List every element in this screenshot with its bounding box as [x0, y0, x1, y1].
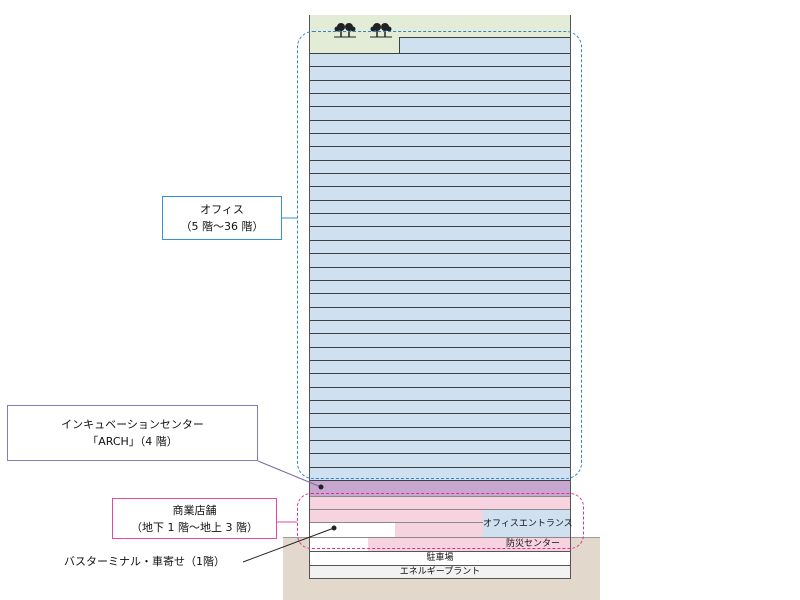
office-floor-strip [310, 426, 570, 440]
office-floor-strip [310, 453, 570, 467]
retail-zone-outline [297, 493, 584, 549]
office-floor-strip [310, 226, 570, 240]
office-floor-strip [310, 146, 570, 160]
office-floor-strip [310, 319, 570, 334]
incubation-callout: インキュベーションセンター 「ARCH」（4 階） [7, 405, 258, 461]
office-floor-strip [310, 173, 570, 187]
incubation-leader-dot [318, 484, 324, 490]
office-floor-strip [310, 373, 570, 387]
retail-callout-title: 商業店舗 [172, 503, 217, 517]
bus-leader-dot [331, 525, 337, 531]
office-floor-strip [310, 413, 570, 427]
office-callout-title: オフィス [200, 203, 244, 216]
office-floor-strip [310, 53, 570, 67]
office-floor-strip [310, 93, 570, 107]
office-floor-strip [310, 213, 570, 227]
office-callout-floors: （5 階〜36 階） [180, 220, 264, 233]
retail-callout-floors: （地下 1 階〜地上 3 階） [131, 520, 258, 534]
office-zone-outline [297, 31, 582, 479]
office-floor-strip [310, 66, 570, 80]
retail-floor-3 [310, 496, 570, 509]
office-floor-strip [310, 359, 570, 374]
office-floor-strip [310, 79, 570, 94]
energy-plant-floor: エネルギープラント [310, 565, 570, 579]
office-floor-strip [310, 186, 570, 200]
incubation-leader-line [257, 460, 322, 488]
office-callout: オフィス （5 階〜36 階） [162, 196, 282, 240]
bus-leader-line [242, 527, 335, 563]
incubation-callout-title: インキュベーションセンター [61, 418, 204, 431]
office-floor-strip [310, 253, 570, 267]
office-floor-strip [310, 133, 570, 147]
tree-icon [334, 23, 356, 38]
office-floor-strip [310, 439, 570, 454]
bus-terminal-label: バスターミナル・車寄せ（1階） [64, 555, 225, 568]
incubation-callout-name: 「ARCH」（4 階） [87, 435, 178, 448]
office-floor-strip [310, 119, 570, 134]
office-floor-strip [310, 293, 570, 307]
disaster-center: 防災センター [368, 537, 570, 551]
office-entrance: オフィスエントランス [483, 509, 573, 537]
office-floor-strip [310, 333, 570, 347]
office-floor-strip [310, 466, 570, 480]
retail-callout: 商業店舗 （地下 1 階〜地上 3 階） [112, 498, 277, 539]
office-floor-strip [310, 386, 570, 400]
office-floor-strip [310, 106, 570, 120]
office-floor-strip [310, 266, 570, 280]
basement-floor-left [310, 537, 368, 551]
office-floor-strip [310, 306, 570, 320]
office-top-floor [399, 37, 570, 53]
office-floor-strip [310, 279, 570, 294]
retail-floor-1 [395, 522, 483, 537]
parking-floor: 駐車場 [310, 551, 570, 565]
office-floor-strip [310, 399, 570, 414]
incubation-floor [310, 480, 570, 496]
tree-icon [370, 23, 392, 38]
bus-terminal-floor [310, 522, 395, 537]
office-floor-strip [310, 159, 570, 174]
building-section: オフィスエントランス 防災センター 駐車場 エネルギープラント [309, 15, 573, 579]
office-floor-strip [310, 199, 570, 214]
office-floor-strip [310, 346, 570, 360]
office-floor-strip [310, 239, 570, 254]
